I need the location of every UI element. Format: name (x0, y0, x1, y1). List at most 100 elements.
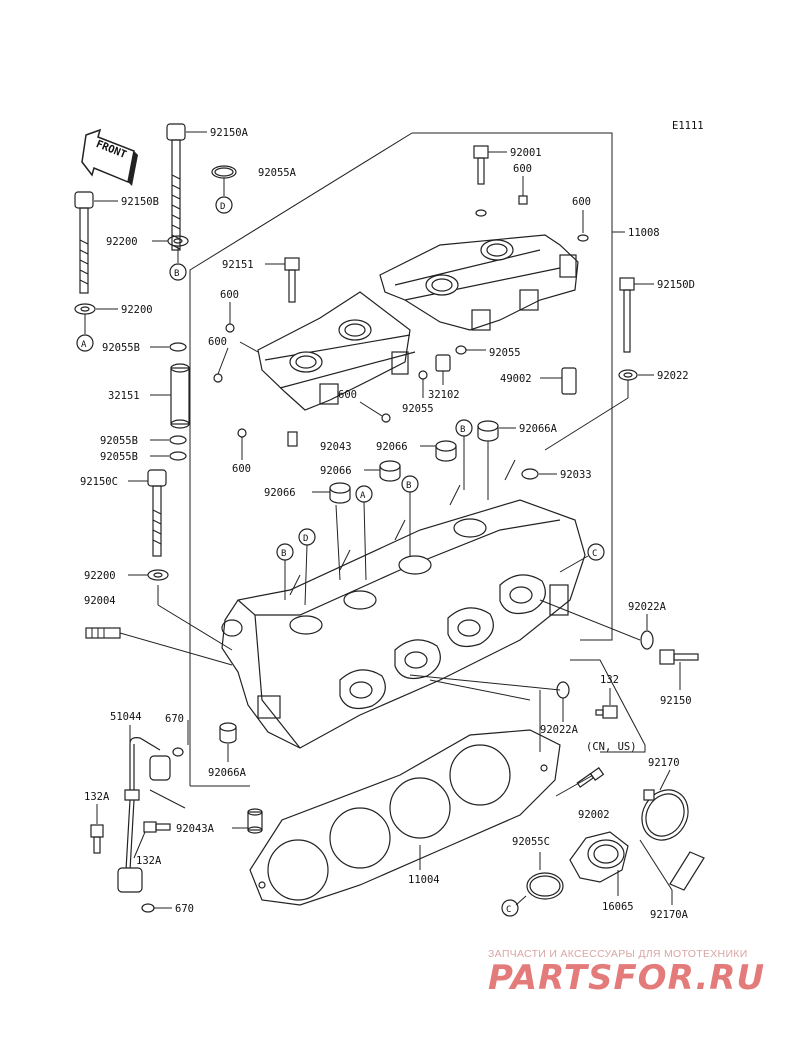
label-92043: 92043 (320, 441, 352, 453)
shim-92066-b (364, 460, 401, 482)
label-92055B-3: 92055B (100, 451, 138, 463)
bolt-92151 (265, 257, 300, 303)
assembly-frame (189, 132, 625, 641)
label-92066-a: 92066 (376, 441, 408, 453)
label-92200-c: 92200 (84, 570, 116, 582)
clip-92033 (521, 468, 557, 480)
label-51044: 51044 (110, 711, 142, 723)
intake-holder-16065 (569, 831, 629, 883)
washer-92200-a (152, 235, 189, 263)
label-670-b: 670 (175, 903, 194, 915)
label-92150: 92150 (660, 695, 692, 707)
oring-92055B-2 (150, 435, 187, 445)
cam-holder-front (257, 291, 416, 411)
label-92001: 92001 (510, 147, 542, 159)
label-92033: 92033 (560, 469, 592, 481)
label-600-a: 600 (513, 163, 532, 175)
cylinder-head (221, 459, 586, 749)
label-32151: 32151 (108, 390, 140, 402)
bolt-92150A (166, 123, 207, 251)
bolt-92150 (659, 649, 699, 690)
washer-92022A-b (556, 681, 570, 722)
label-132A-b: 132A (136, 855, 162, 867)
label-600-d: 600 (208, 336, 227, 348)
stud-92004 (85, 627, 233, 666)
label-600-f: 600 (232, 463, 251, 475)
label-92066A-bottom: 92066A (208, 767, 247, 779)
bolt-92150D (619, 277, 654, 353)
label-132: 132 (600, 674, 619, 686)
oring-670-b (141, 903, 155, 913)
label-132A-a: 132A (84, 791, 110, 803)
ref-letter-D-top: D (220, 202, 225, 212)
oil-pipe-51044 (117, 737, 171, 893)
label-92150D: 92150D (657, 279, 695, 291)
label-600-e: 600 (338, 389, 357, 401)
label-92066A-top: 92066A (519, 423, 558, 435)
shim-92066-a (420, 440, 457, 462)
callout-frame-cnus (539, 659, 646, 753)
label-92150B: 92150B (121, 196, 159, 208)
label-92066-b: 92066 (320, 465, 352, 477)
shim-92066A-bottom (219, 722, 237, 762)
label-92022A-a: 92022A (628, 601, 667, 613)
washer-92200-b (74, 303, 118, 334)
label-92004: 92004 (84, 595, 116, 607)
cam-holder-rear (379, 234, 579, 331)
diagram-code: E1111 (672, 120, 704, 132)
oring-92055-b (418, 370, 428, 398)
label-92002: 92002 (578, 809, 610, 821)
label-92055A: 92055A (258, 167, 297, 179)
label-92200-a: 92200 (106, 236, 138, 248)
label-670-a: 670 (165, 713, 184, 725)
plug-132 (595, 705, 618, 719)
ref-letter-B-left: B (174, 269, 179, 279)
clamp-92170 (641, 789, 689, 841)
shim-92066A-top (477, 420, 516, 500)
label-92151: 92151 (222, 259, 254, 271)
dowel-600-c (577, 234, 589, 242)
label-49002: 49002 (500, 373, 532, 385)
label-92066-c: 92066 (264, 487, 296, 499)
label-11004: 11004 (408, 874, 440, 886)
watermark-subtitle: ЗАПЧАСТИ И АКСЕССУАРЫ ДЛЯ МОТОТЕХНИКИ (488, 948, 748, 960)
label-600-b: 600 (572, 196, 591, 208)
ref-circle-C-bottom (501, 899, 519, 917)
bolt-92150C (128, 469, 167, 557)
label-92200-b: 92200 (121, 304, 153, 316)
fitting-32102 (435, 354, 451, 385)
ref-circle-B-left (169, 263, 187, 281)
label-92170: 92170 (648, 757, 680, 769)
label-92055-b: 92055 (402, 403, 434, 415)
label-92055-a: 92055 (489, 347, 521, 359)
label-92055C: 92055C (512, 836, 550, 848)
bolt-132A-b (143, 821, 171, 833)
label-92170A: 92170A (650, 909, 689, 921)
label-92043A: 92043A (176, 823, 215, 835)
watermark: ЗАПЧАСТИ И АКСЕССУАРЫ ДЛЯ МОТОТЕХНИКИ PA… (488, 948, 788, 998)
ref-letter-A-left: A (81, 340, 87, 350)
ref-circle-A-left (76, 334, 94, 352)
plug-49002 (540, 367, 577, 395)
label-92055B-1: 92055B (102, 342, 140, 354)
ref-letter-C-bottom: C (506, 905, 511, 915)
oring-92055A (211, 165, 237, 196)
washer-92022A-a (640, 614, 654, 650)
label-92022: 92022 (657, 370, 689, 382)
dowel-600-b (475, 209, 487, 217)
bolt-92002 (576, 767, 605, 788)
oring-92055B-3 (150, 451, 187, 461)
label-92150C: 92150C (80, 476, 118, 488)
oring-92055-a (455, 345, 486, 355)
ref-letter-A-head: A (360, 491, 366, 501)
label-92022A-b: 92022A (540, 724, 579, 736)
ref-circle-C-head (587, 543, 605, 561)
label-32102: 32102 (428, 389, 460, 401)
ref-circle-D-top (215, 196, 233, 214)
ref-letter-C-head: C (592, 549, 597, 559)
dowel-600-a (518, 195, 528, 205)
bolt-132A-a (90, 824, 104, 854)
ref-letter-B-head2: B (406, 481, 411, 491)
label-11008: 11008 (628, 227, 660, 239)
